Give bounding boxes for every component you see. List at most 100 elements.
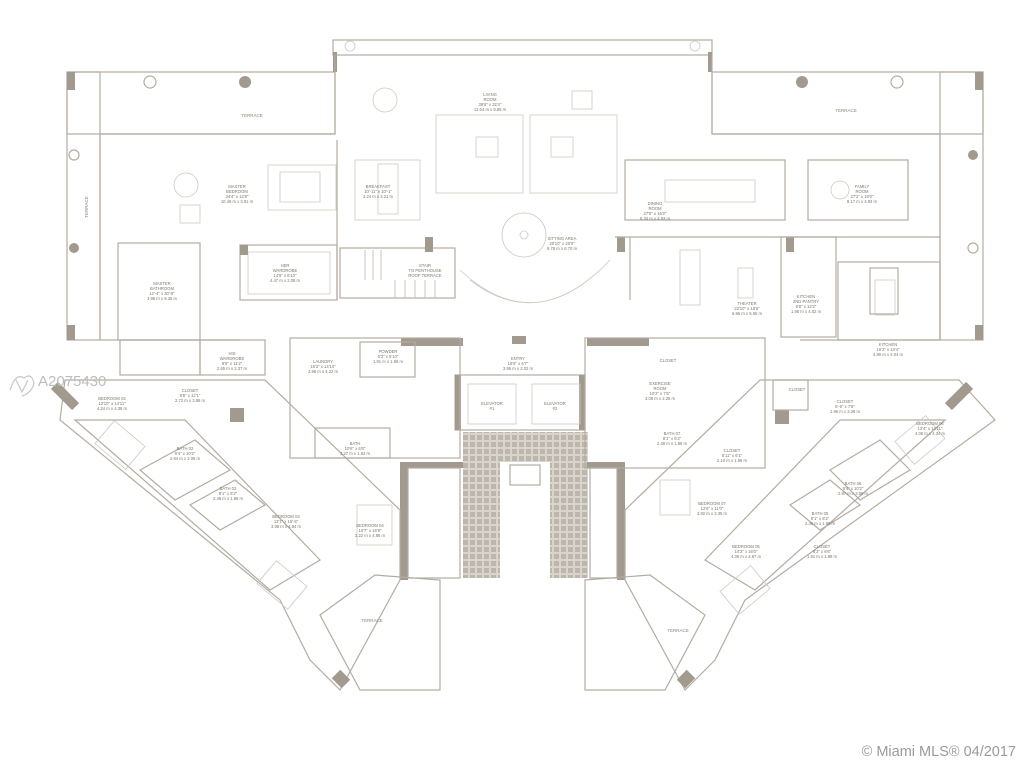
room-label-line: #2 [553, 406, 558, 411]
room-label-line: BATHROOM [150, 286, 174, 291]
mls-logo-icon [9, 375, 35, 397]
terrace-label: TERRACE [835, 108, 857, 113]
room-label-elevator-1: ELEVATOR#1 [481, 401, 503, 411]
room-label-line: HIS [229, 351, 236, 356]
room-label-line: 2.48 m x 1.88 m [805, 521, 836, 526]
room-label-line: 2.87 m x 3.08 m [838, 491, 869, 496]
room-label-line: 4.06 m x 4.34 m [915, 431, 946, 436]
room-label-line: BATH 07 [664, 431, 681, 436]
room-label-line: 22'10" x 18'6" [734, 306, 760, 311]
room-label-line: 1.98 m x 2.28 m [830, 409, 861, 414]
room-label-line: 12'-4" x 30'-8" [149, 291, 175, 296]
room-label-line: 12.04 m x 9.85 m [474, 107, 507, 112]
room-label-line: 3.08 m x 2.28 m [645, 396, 676, 401]
room-label-line: 6.96 m x 5.65 m [732, 311, 763, 316]
terrace-top-right [711, 71, 984, 341]
room-label-line: 9'4" x 10'2" [843, 486, 864, 491]
room-label-line: BEDROOM 04 [356, 523, 384, 528]
room-label-line: CLOSET [837, 399, 854, 404]
room-label-line: ELEVATOR [544, 401, 566, 406]
room-label-line: WARDROBE [273, 268, 298, 273]
room-label-line: 13'4" x 14'11" [918, 426, 943, 431]
room-label-closet: CLOSET [660, 358, 677, 363]
room-label-line: 16'6" x 6'7" [508, 361, 529, 366]
room-label-line: BEDROOM 06 [916, 421, 944, 426]
copyright-notice: © Miami MLS® 04/2017 [861, 744, 1016, 760]
room-label-line: 16'3" x 14'10" [310, 364, 336, 369]
room-label-line: 8'8" x 11'2" [222, 361, 243, 366]
room-label-line: DINING [648, 201, 663, 206]
room-label-line: 6'-6" x 7'6" [835, 404, 855, 409]
room-label-line: 9'4" x 10'2" [175, 451, 196, 456]
room-label-line: 8'1" x 6'2" [219, 491, 238, 496]
room-label-line: 3.96 m x 2.02 m [503, 366, 534, 371]
room-label-line: 4.47 m x 2.08 m [270, 278, 301, 283]
room-label-line: ENTRY [511, 356, 525, 361]
room-label-line: WARDROBE [220, 356, 245, 361]
room-label-line: 8.17 m x 4.93 m [847, 199, 878, 204]
room-label-line: BATH 05 [812, 511, 829, 516]
room-label-line: 2.48 m x 1.88 m [657, 441, 688, 446]
room-label-line: CLOSET [789, 387, 806, 392]
room-label-line: EXERCISE [649, 381, 670, 386]
room-label-line: 14'8" x 6'10" [274, 273, 297, 278]
room-label-line: 10.49 m x 3.91 m [221, 199, 254, 204]
room-label-line: MASTER [228, 184, 245, 189]
room-label-line: CLOSET [660, 358, 677, 363]
room-label-line: CLOSET [182, 388, 199, 393]
room-label-line: 14'2" x 16'0" [735, 549, 758, 554]
room-label-line: BREAKFAST [366, 184, 391, 189]
left-wing [50, 379, 441, 691]
room-label-line: 9'8" x 12'1" [180, 393, 201, 398]
room-label-line: CLOSET [814, 544, 831, 549]
room-label-line: 28'10" x 20'0" [549, 241, 575, 246]
room-label-closet: CLOSET [789, 387, 806, 392]
room-label-line: 8.34 m x 4.93 m [640, 216, 671, 221]
room-label-elevator-2: ELEVATOR#2 [544, 401, 566, 411]
room-label-line: ROOF TERRACE [408, 273, 441, 278]
room-label-line: BEDROOM 02 [98, 396, 126, 401]
room-label-line: 2.48 m x 1.88 m [213, 496, 244, 501]
room-label-line: BATH 06 [845, 481, 862, 486]
room-label-line: ROOM [855, 189, 869, 194]
room-label-line: 10'6" x 6'6" [345, 446, 366, 451]
room-label-line: 6'11" x 6'1" [722, 453, 743, 458]
room-label-line: THEATER [737, 301, 756, 306]
room-label-line: HER [281, 263, 290, 268]
central-core [289, 336, 766, 580]
room-label-line: 13'10" x 14'11" [98, 401, 126, 406]
room-label-line: 2.65 m x 2.37 m [217, 366, 248, 371]
room-label-line: 16'2" x 13'4" [877, 347, 900, 352]
room-label-line: 3.22 m x 4.86 m [355, 533, 386, 538]
room-label-line: BATH [350, 441, 361, 446]
room-label-line: 4.24 m x 4.36 m [97, 406, 128, 411]
listing-id-watermark: A2075430 [38, 373, 107, 390]
interior-walls [99, 55, 941, 376]
room-label-line: BEDROOM [226, 189, 248, 194]
room-label-line: BEDROOM 05 [732, 544, 760, 549]
room-label-line: MASTER [153, 281, 170, 286]
room-label-line: 12'6" x 11'0" [701, 506, 724, 511]
room-label-line: POWDER [379, 349, 398, 354]
room-label-line: 4.36 m x 4.87 m [731, 554, 762, 559]
room-label-line: ROOM [648, 206, 662, 211]
room-label-line: 4.89 m x 4.04 m [873, 352, 904, 357]
room-label-line: 3.98 m x 9.35 m [147, 296, 178, 301]
room-label-line: 2ND PANTRY [793, 299, 819, 304]
